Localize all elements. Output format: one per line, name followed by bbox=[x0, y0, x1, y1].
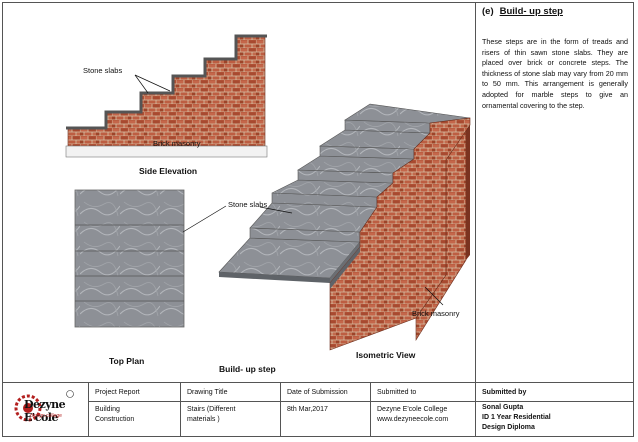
top-plan-leader bbox=[182, 205, 227, 233]
footer-col-sep bbox=[475, 382, 476, 437]
drawing-title-value: Stairs (Different materials ) bbox=[187, 405, 236, 425]
isometric-caption: Isometric View bbox=[356, 350, 416, 360]
column-divider bbox=[475, 2, 476, 382]
footer-row-sep bbox=[88, 401, 634, 402]
footer-divider bbox=[2, 382, 634, 383]
header-date: Date of Submission bbox=[287, 389, 348, 396]
top-plan-drawing bbox=[74, 189, 185, 328]
drawing-line-2: materials ) bbox=[187, 416, 220, 423]
date-value: 8th Mar,2017 bbox=[287, 406, 328, 413]
by-line-3: Design Diploma bbox=[482, 424, 535, 431]
header-submitted-by: Submitted by bbox=[482, 389, 527, 396]
main-caption: Build- up step bbox=[219, 364, 276, 374]
logo-text: Dezyne E'cole bbox=[24, 398, 66, 424]
logo-tagline: design college bbox=[30, 413, 62, 419]
header-project-report: Project Report bbox=[95, 389, 140, 396]
footer-col-sep bbox=[180, 382, 181, 437]
project-line-2: Construction bbox=[95, 416, 135, 423]
side-masonry-label: Brick masonry bbox=[153, 139, 201, 148]
heading-prefix: (e) bbox=[482, 6, 494, 17]
footer-col-sep bbox=[280, 382, 281, 437]
side-elevation-caption: Side Elevation bbox=[139, 166, 198, 176]
header-drawing-title: Drawing Title bbox=[187, 389, 228, 396]
by-line-2: ID 1 Year Residential bbox=[482, 414, 551, 421]
college-logo: Dezyne E'cole design college bbox=[8, 388, 78, 432]
to-line-2: www.dezyneecole.com bbox=[377, 416, 449, 423]
page-frame bbox=[2, 2, 634, 437]
footer-col-sep bbox=[88, 382, 89, 437]
logo-mark-icon bbox=[14, 390, 74, 422]
isometric-drawing bbox=[218, 103, 471, 351]
to-line-1: Dezyne E'cole College bbox=[377, 406, 448, 413]
header-submitted-to: Submitted to bbox=[377, 389, 417, 396]
section-description: These steps are in the form of treads an… bbox=[482, 37, 628, 110]
heading-title: Build- up step bbox=[499, 6, 563, 17]
iso-slabs-label: Stone slabs bbox=[228, 200, 268, 209]
submitted-by-value: Sonal Gupta ID 1 Year Residential Design… bbox=[482, 403, 551, 433]
drawing-line-1: Stairs (Different bbox=[187, 406, 236, 413]
submitted-to-value: Dezyne E'cole College www.dezyneecole.co… bbox=[377, 405, 448, 425]
side-slabs-label: Stone slabs bbox=[83, 66, 123, 75]
side-elevation-drawing bbox=[65, 34, 268, 158]
section-heading: (e) Build- up step bbox=[482, 6, 563, 17]
top-plan-caption: Top Plan bbox=[109, 356, 145, 366]
by-line-1: Sonal Gupta bbox=[482, 404, 524, 411]
project-line-1: Building bbox=[95, 406, 120, 413]
footer-col-sep bbox=[370, 382, 371, 437]
project-value: Building Construction bbox=[95, 405, 134, 425]
iso-masonry-label: Brick masonry bbox=[412, 309, 460, 318]
